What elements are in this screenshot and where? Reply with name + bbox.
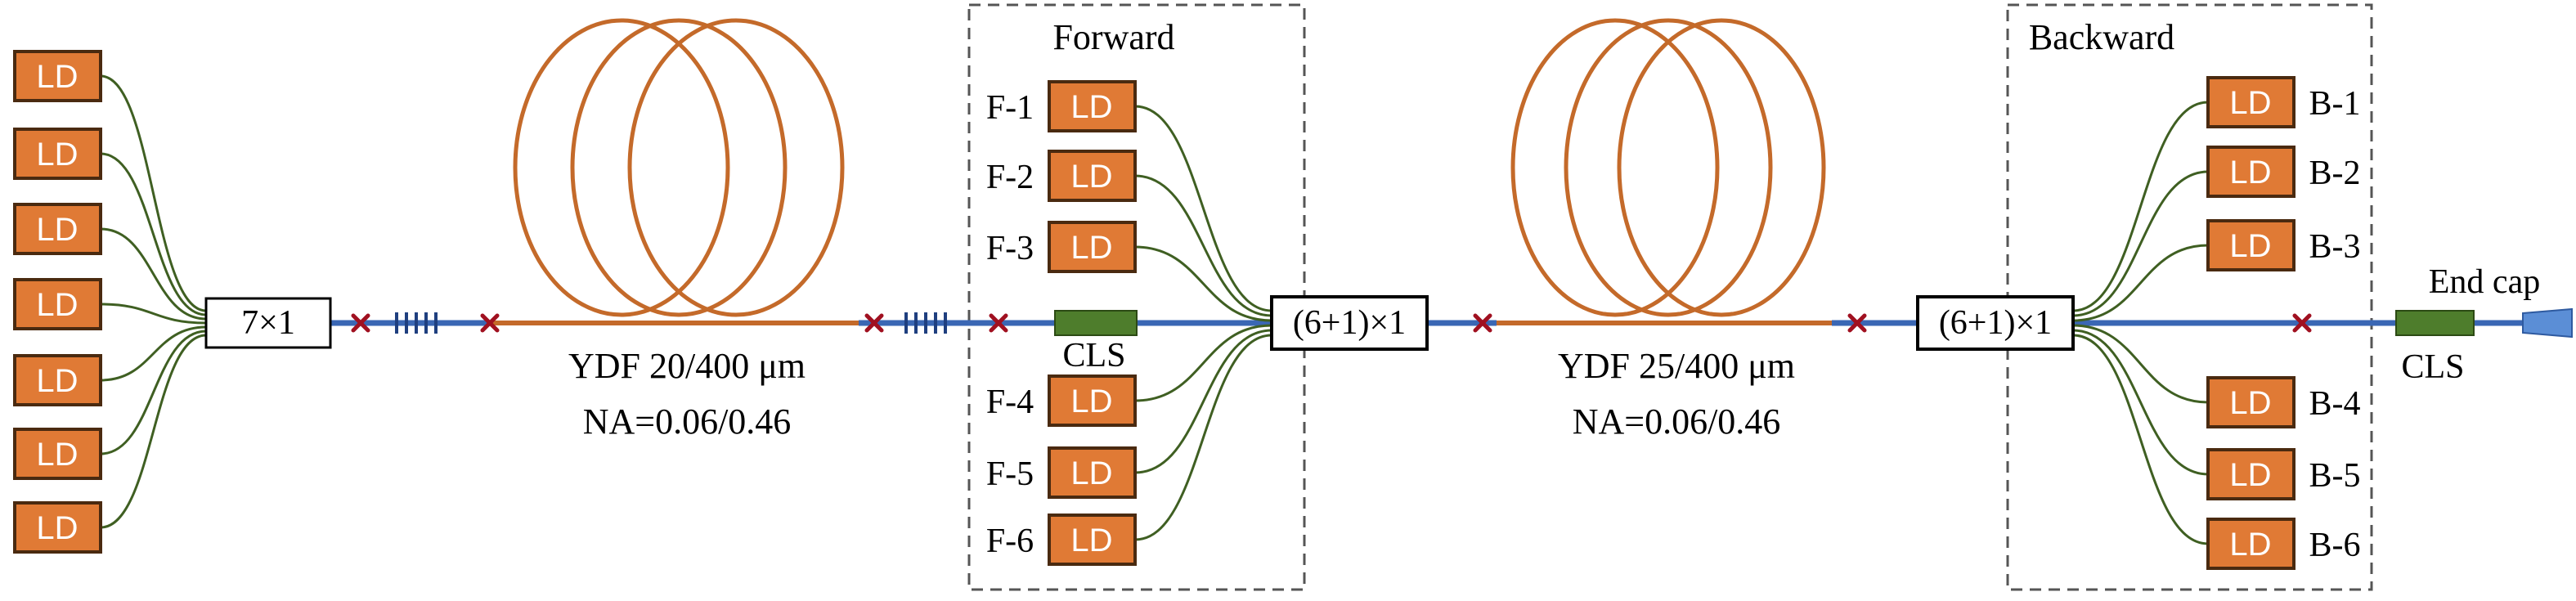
left-ld-3: LD <box>13 203 102 255</box>
ld-label: LD <box>1070 523 1112 558</box>
splice-points <box>351 313 2312 333</box>
ld-label: LD <box>36 137 78 173</box>
left-ld-7: LD <box>13 501 102 554</box>
splice-point <box>1473 313 1492 333</box>
backward-ld-name: B-4 <box>2309 385 2361 423</box>
forward-ld-4: LD <box>1048 375 1137 427</box>
splice-point <box>1847 313 1867 333</box>
backward-ld-5: LD <box>2206 448 2296 500</box>
forward-ld-3: LD <box>1048 221 1137 273</box>
ld-label: LD <box>2229 155 2271 191</box>
ld-label: LD <box>2229 385 2271 421</box>
forward-ld-name: F-2 <box>986 159 1034 196</box>
forward-ld-name: F-1 <box>986 89 1034 127</box>
combiner-forward-label: (6+1)×1 <box>1293 304 1406 342</box>
backward-ld-name: B-3 <box>2309 228 2361 266</box>
ld-label: LD <box>2229 527 2271 563</box>
cls-output: CLS <box>2395 310 2475 386</box>
ydf2-na-label: NA=0.06/0.46 <box>1573 401 1781 442</box>
splice-point <box>864 313 884 333</box>
forward-ld-name: F-3 <box>986 230 1034 267</box>
combiner-7x1-label: 7×1 <box>241 304 295 342</box>
ld-label: LD <box>1070 159 1112 195</box>
left-ld-2: LD <box>13 128 102 180</box>
ld-label: LD <box>36 510 78 546</box>
fiber-bragg-grating-1 <box>395 312 438 334</box>
ydf2-coil <box>1510 18 1826 317</box>
backward-ld-name: B-2 <box>2309 155 2361 192</box>
fiber-bragg-grating-2 <box>904 312 947 334</box>
ydf2-label: YDF 25/400 μm <box>1558 346 1795 386</box>
backward-ld-name: B-1 <box>2309 85 2361 123</box>
backward-ld-name: B-6 <box>2309 527 2361 564</box>
forward-ld-2: LD <box>1048 150 1137 202</box>
ld-label: LD <box>2229 457 2271 493</box>
backward-ld-4: LD <box>2206 376 2296 428</box>
ld-label: LD <box>1070 230 1112 266</box>
forward-title: Forward <box>1052 17 1174 57</box>
backward-ld-6: LD <box>2206 518 2296 570</box>
ld-label: LD <box>36 437 78 473</box>
ydf1-label: YDF 20/400 μm <box>568 346 806 386</box>
left-ld-1: LD <box>13 50 102 102</box>
combiner-backward: (6+1)×1 <box>1916 295 2075 351</box>
combiner-backward-label: (6+1)×1 <box>1939 304 2052 342</box>
ld-label: LD <box>36 59 78 95</box>
cls-forward-label: CLS <box>1062 337 1125 375</box>
left-ld-4: LD <box>13 278 102 330</box>
forward-ld-name: F-6 <box>986 523 1034 560</box>
forward-ld-name: F-4 <box>986 383 1034 421</box>
ld-label: LD <box>36 212 78 248</box>
splice-point <box>480 313 500 333</box>
combiner-7x1: 7×1 <box>204 297 332 349</box>
backward-ld-name: B-5 <box>2309 457 2361 495</box>
end-cap: End cap <box>2429 263 2573 339</box>
ld-label: LD <box>2229 85 2271 121</box>
forward-ld-6: LD <box>1048 514 1137 566</box>
left-ld-5: LD <box>13 354 102 406</box>
ld-label: LD <box>1070 455 1112 491</box>
ld-label: LD <box>2229 228 2271 264</box>
ld-label: LD <box>36 287 78 323</box>
backward-ld-1: LD <box>2206 76 2296 128</box>
backward-title: Backward <box>2029 17 2174 57</box>
backward-ld-3: LD <box>2206 219 2296 271</box>
ld-label: LD <box>36 363 78 399</box>
splice-point <box>2292 313 2312 333</box>
ydf1-coil <box>513 18 845 317</box>
cls-output-label: CLS <box>2401 348 2464 386</box>
end-cap-label: End cap <box>2429 263 2540 301</box>
ld-label: LD <box>1070 89 1112 125</box>
left-ld-6: LD <box>13 428 102 480</box>
cls-forward: CLS <box>1054 310 1138 375</box>
backward-ld-2: LD <box>2206 146 2296 198</box>
forward-ld-1: LD <box>1048 80 1137 132</box>
forward-ld-name: F-5 <box>986 455 1034 493</box>
splice-point <box>351 313 370 333</box>
left-pump-group: LD LD LD LD LD LD LD <box>13 50 102 554</box>
forward-ld-5: LD <box>1048 446 1137 499</box>
ld-label: LD <box>1070 383 1112 419</box>
splice-point <box>989 313 1008 333</box>
pump-fibers <box>100 74 2209 545</box>
ydf1-na-label: NA=0.06/0.46 <box>583 401 792 442</box>
combiner-forward: (6+1)×1 <box>1270 295 1429 351</box>
